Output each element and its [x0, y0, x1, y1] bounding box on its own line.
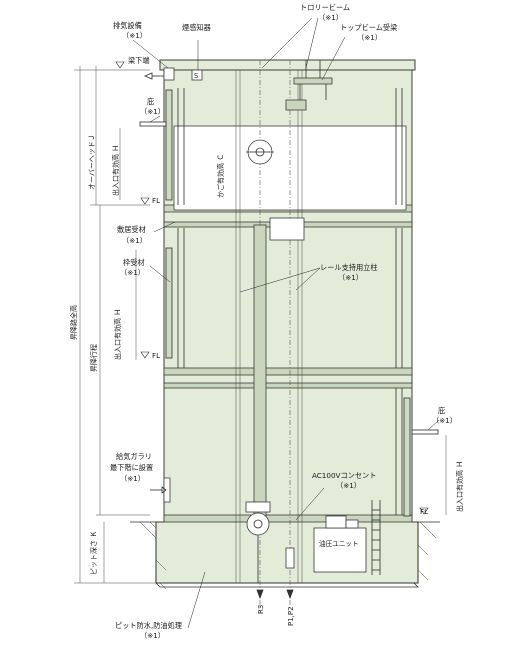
- label-eaves-right-note: （※1）: [432, 416, 457, 425]
- label-outlet-note: （※1）: [336, 481, 361, 490]
- eaves-right: [411, 429, 439, 435]
- label-eaves-top: 庇: [147, 97, 154, 106]
- label-p: P1,P2: [287, 606, 295, 626]
- plunger: [253, 224, 267, 526]
- left-dimensions: [74, 66, 447, 584]
- pit-ladder: [371, 500, 381, 575]
- floor-slab-mid-3: [163, 382, 413, 389]
- label-eaves-top-note: （※1）: [140, 107, 165, 116]
- label-waterproof-note: （※1）: [140, 631, 165, 640]
- label-door-h-2: 出入口有効高 Ｈ: [113, 309, 122, 360]
- label-exhaust-note: （※1）: [122, 31, 147, 40]
- supply-louver: [163, 477, 171, 503]
- eaves-top-left: [139, 121, 167, 127]
- top-sheave: [246, 139, 274, 165]
- pit-wall-left: [130, 521, 419, 588]
- label-topbeam: トップビーム受梁: [340, 23, 397, 32]
- label-fl-2: FL: [152, 351, 160, 360]
- floor-slab-mid-2: [163, 367, 413, 376]
- label-waterproof: ピット防水,防油処理: [115, 621, 182, 630]
- label-sill: 敷居受材: [117, 225, 146, 234]
- label-frame: 枠受材: [123, 258, 145, 267]
- label-pit: ピット深さ Ｋ: [89, 531, 98, 575]
- label-total-height: 昇降路全高: [69, 305, 78, 340]
- label-outlet: AC100Vコンセント: [312, 471, 376, 480]
- bottom-sheave: [245, 501, 271, 583]
- floor-slab-bottom: [163, 514, 413, 523]
- label-overhead: オーバーヘッドＪ: [88, 134, 96, 190]
- label-beam-lower-end: 梁下端: [128, 56, 150, 65]
- label-door-h-3: 出入口有効高 Ｈ: [455, 461, 464, 512]
- label-supply: 給気ガラリ: [116, 452, 152, 461]
- label-rail-note: （※1）: [338, 273, 363, 282]
- label-sill-note: （※1）: [122, 236, 147, 245]
- label-trolley-note: （※1）: [318, 13, 343, 22]
- label-topbeam-note: （※1）: [357, 33, 382, 42]
- label-exhaust: 排気設備: [113, 21, 142, 30]
- label-fl-1: FL: [152, 196, 160, 205]
- label-supply-sub: 最下階に設置: [110, 463, 153, 472]
- label-trolley: トロリービーム: [300, 3, 350, 12]
- pipe-arrows: [256, 589, 294, 600]
- hydraulic-unit: [313, 515, 367, 573]
- label-travel: 昇降行程: [89, 344, 98, 372]
- pit-wall-right: [417, 521, 440, 583]
- label-rail: レール支持用立柱: [320, 263, 378, 272]
- label-car-h: かご有効高 Ｃ: [216, 154, 225, 198]
- leader-lines: [132, 17, 440, 629]
- door-frames-left: [165, 88, 185, 368]
- label-fl-3: FL: [420, 507, 428, 516]
- smoke-detector-symbol: S: [194, 72, 198, 80]
- label-supply-note: （※1）: [120, 474, 145, 483]
- label-door-h-1: 出入口有効高 Ｈ: [111, 145, 120, 196]
- label-eaves-right: 庇: [438, 406, 445, 415]
- supply-arrowhead: [161, 486, 167, 494]
- door-frames-right: [395, 88, 411, 517]
- label-r3: R3: [257, 605, 265, 614]
- cylinder-body: [269, 217, 305, 241]
- exhaust-fan: [143, 67, 175, 81]
- label-smoke: 煙感知器: [182, 23, 211, 32]
- smoke-detector: [191, 69, 203, 81]
- buffer: [285, 547, 295, 569]
- pit-hatch: [139, 521, 437, 590]
- top-beam-assembly: [285, 60, 333, 111]
- label-frame-note: （※1）: [120, 268, 145, 277]
- fl-markers: [115, 61, 429, 515]
- hydraulic-unit-label: 油圧ユニット: [319, 539, 359, 548]
